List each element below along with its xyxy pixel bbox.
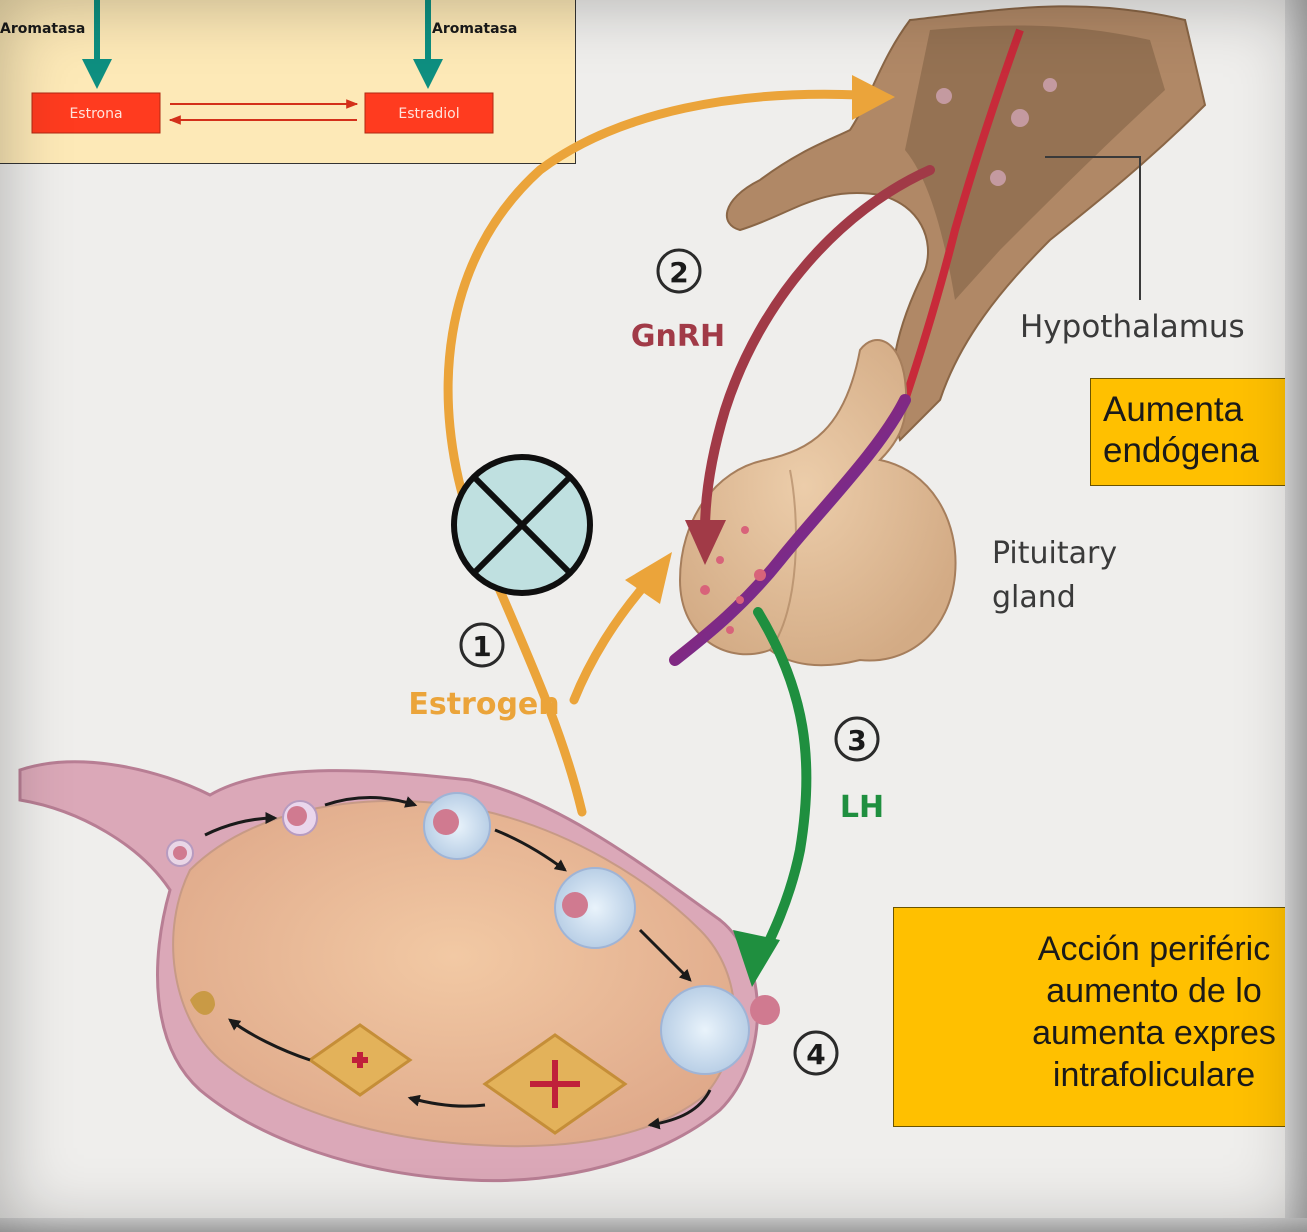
callout-bottom-line3: aumenta expres <box>894 1012 1307 1054</box>
enzyme-label-right: Aromatasa <box>432 21 517 37</box>
lh-label: LH <box>840 790 884 825</box>
estrona-label: Estrona <box>69 106 122 122</box>
pituitary-label-line1: Pituitary <box>992 536 1117 571</box>
pituitary-label-line2: gland <box>992 580 1076 615</box>
slide-bottom-edge <box>0 1218 1307 1232</box>
callout-bottom-line1: Acción periféric <box>894 928 1307 970</box>
lh-arrow <box>733 612 806 987</box>
step-2-number: 2 <box>669 256 688 289</box>
callout-bottom-line4: intrafoliculare <box>894 1054 1307 1096</box>
step-4-number: 4 <box>806 1038 825 1071</box>
step-1-number: 1 <box>472 630 491 663</box>
callout-bottom: Acción periféric aumento de lo aumenta e… <box>893 907 1307 1127</box>
hypothalamus-illustration <box>727 6 1205 440</box>
step-3-number: 3 <box>847 724 866 757</box>
hypothalamus-label: Hypothalamus <box>1020 309 1245 345</box>
slide-right-edge <box>1285 0 1307 1232</box>
callout-top-line1: Aumenta <box>1103 390 1243 429</box>
callout-bottom-line2: aumento de lo <box>894 970 1307 1012</box>
estradiol-label: Estradiol <box>398 106 459 122</box>
inhibition-x-icon <box>454 457 590 593</box>
callout-top-line2: endógena <box>1103 431 1259 470</box>
gnrh-label: GnRH <box>631 319 725 354</box>
enzyme-label-left: Aromatasa <box>0 21 85 37</box>
callout-top: Aumenta endógena <box>1090 378 1307 486</box>
estrogen-label: Estrogen <box>408 687 559 722</box>
ovary-illustration <box>20 762 780 1181</box>
